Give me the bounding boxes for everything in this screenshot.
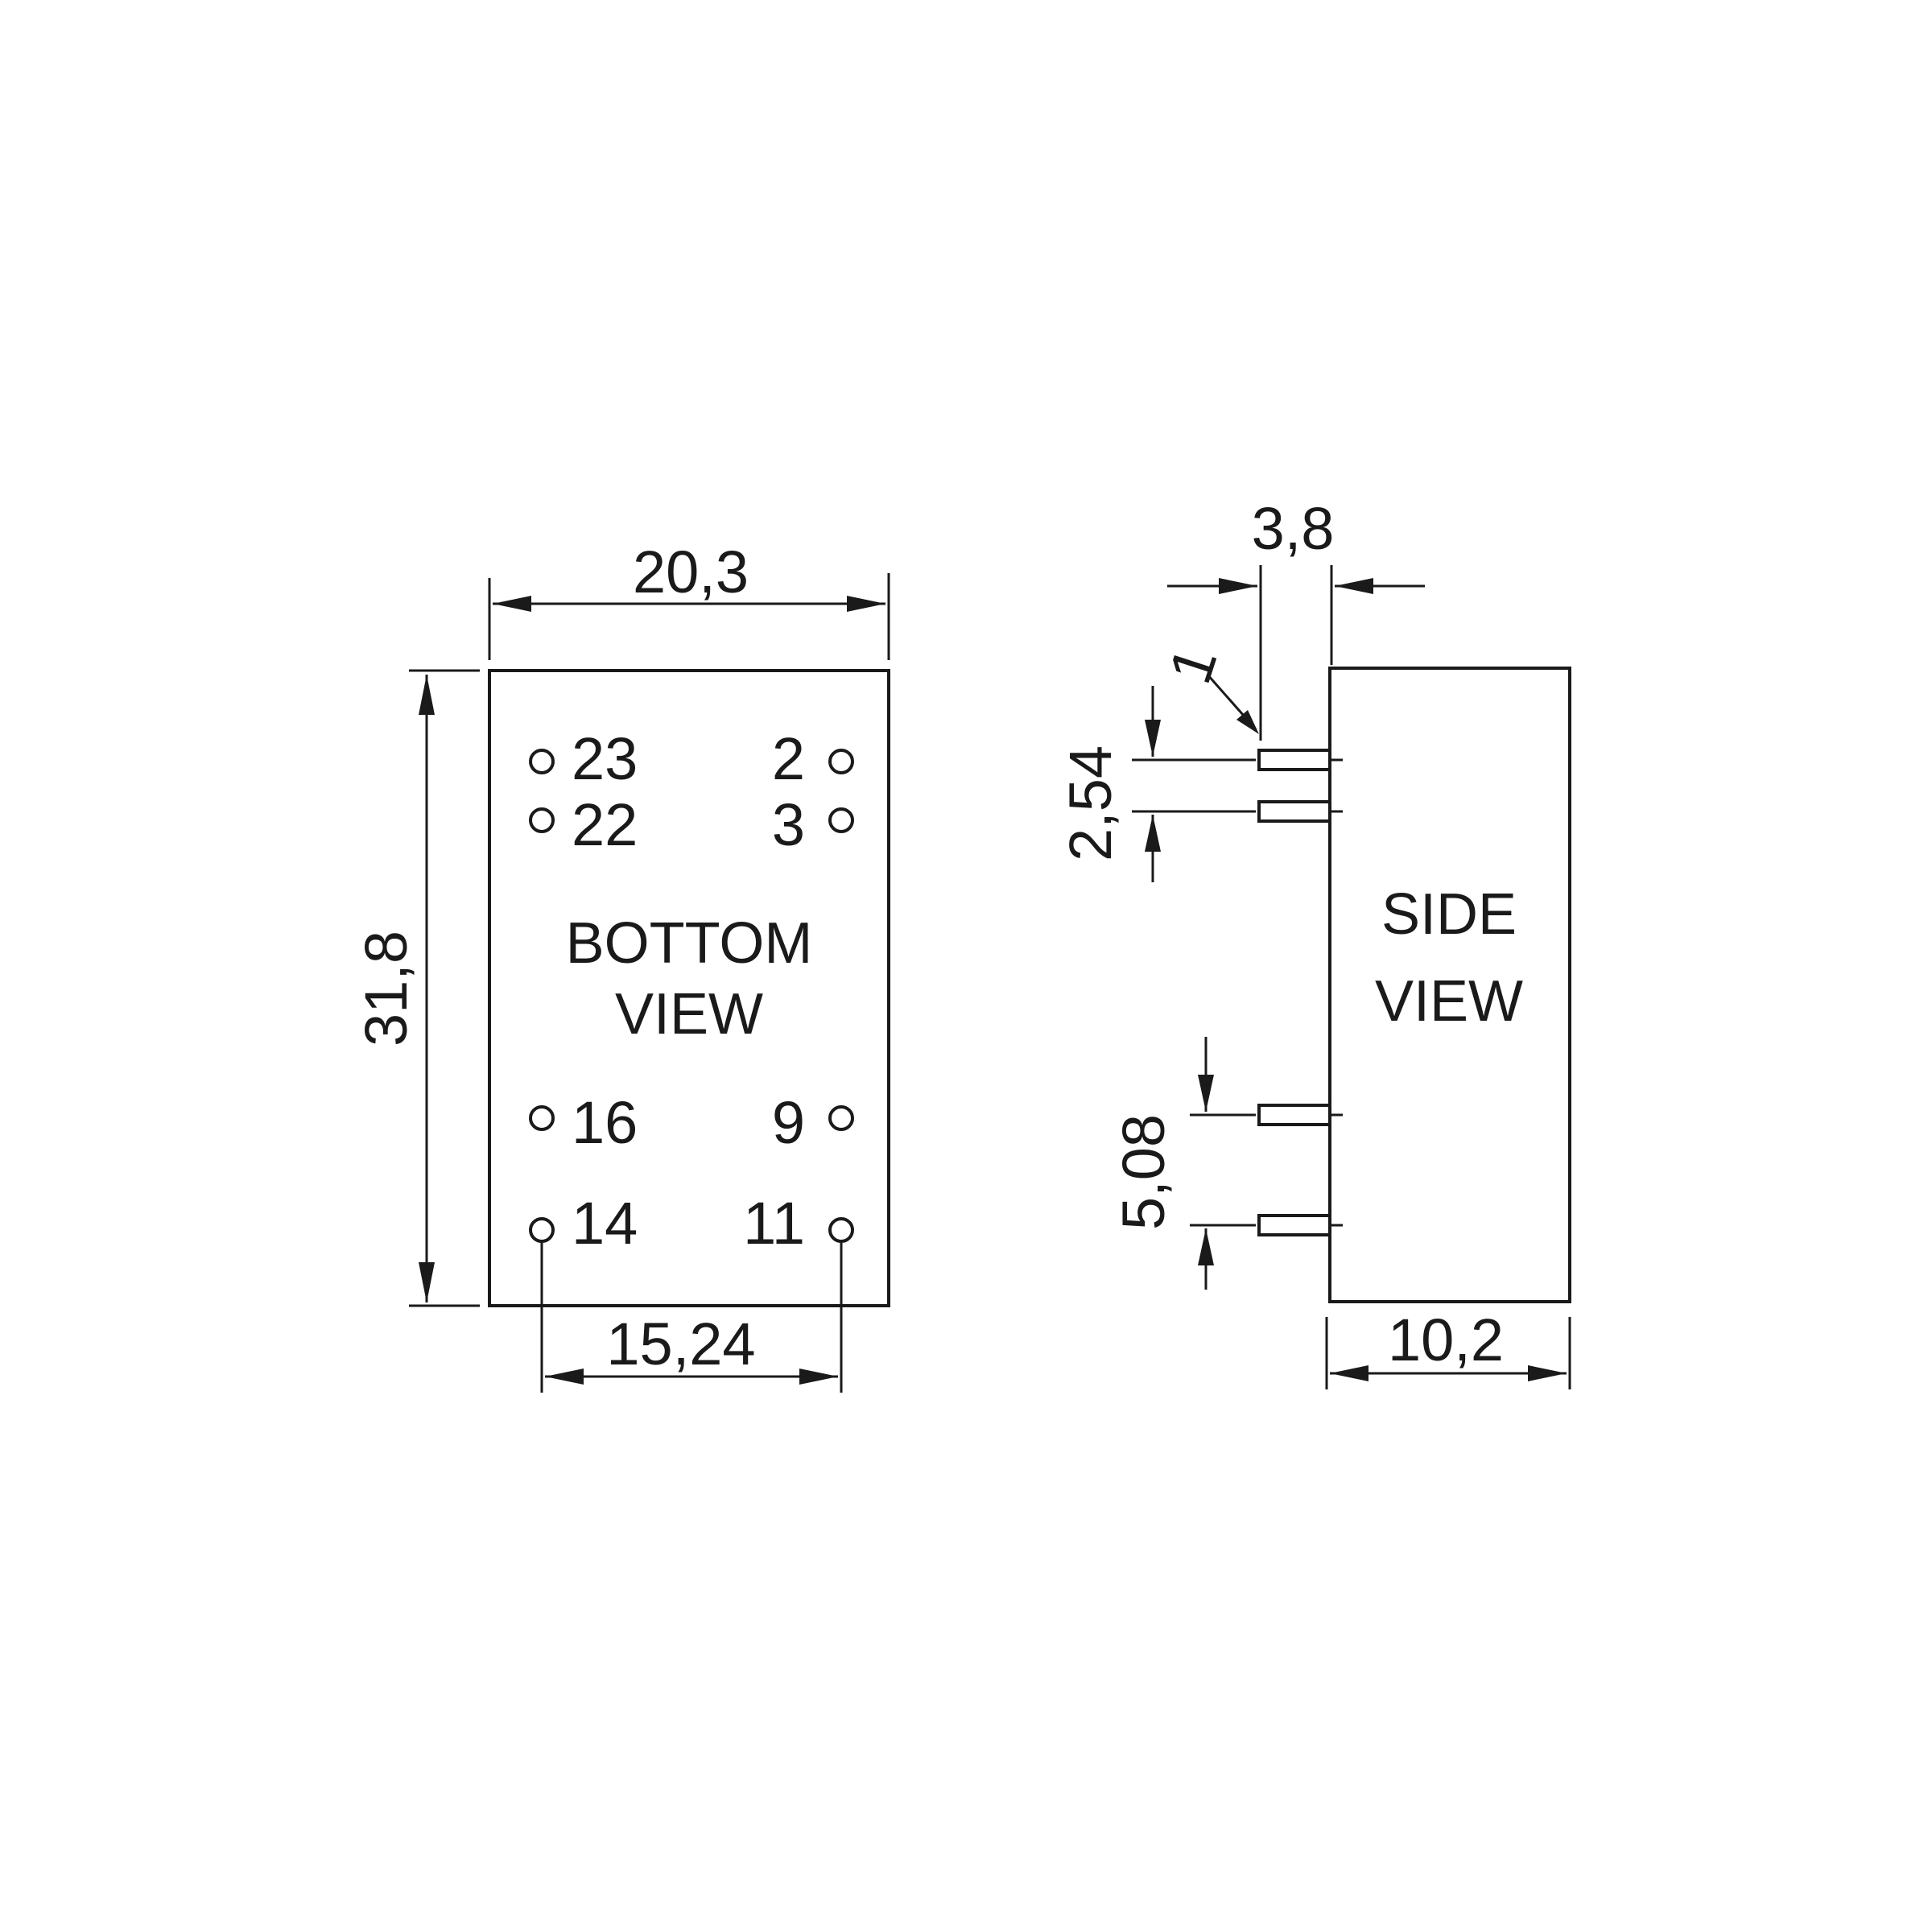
side-view-label-line2: VIEW (1375, 969, 1523, 1034)
pin-label-3: 3 (772, 791, 805, 858)
dim-pin-span-value: 15,24 (606, 1311, 755, 1377)
dim-pin-pitch-value: 2,54 (1057, 745, 1124, 861)
side-pin-4 (1257, 1214, 1343, 1236)
dim-pin-group-pitch: 5,08 (1110, 1037, 1256, 1290)
dim-width-value: 20,3 (633, 539, 749, 605)
dim-pin-length-value: 3,8 (1252, 495, 1335, 562)
pin-3 (828, 807, 854, 833)
pin-11 (828, 1217, 854, 1243)
pin-23 (529, 749, 555, 774)
pin-label-11: 11 (743, 1190, 805, 1257)
bottom-view-label-line2: VIEW (615, 982, 763, 1046)
pin-14 (529, 1217, 555, 1243)
pin-16 (529, 1105, 555, 1131)
dim-depth: 10,2 (1325, 1307, 1571, 1389)
bottom-view: 23 22 2 3 16 14 9 11 BOTTOM VIEW 20,3 31… (353, 539, 890, 1393)
pin-2 (828, 749, 854, 774)
dim-pin-pitch: 2,54 (1057, 686, 1256, 882)
pin-label-23: 23 (572, 725, 638, 792)
side-pin-1 (1257, 749, 1343, 771)
pin-label-2: 2 (772, 725, 805, 792)
side-view: SIDE VIEW 3,8 1 2,54 (1057, 495, 1571, 1389)
dim-depth-value: 10,2 (1388, 1307, 1504, 1373)
dim-width: 20,3 (488, 539, 890, 660)
dim-height-value: 31,8 (353, 931, 419, 1046)
side-view-label-line1: SIDE (1381, 882, 1517, 947)
pin-label-16: 16 (572, 1089, 638, 1156)
dim-height: 31,8 (353, 669, 480, 1307)
bottom-view-label-line1: BOTTOM (566, 911, 813, 976)
pin-9 (828, 1105, 854, 1131)
dim-pin-width: 1 (1156, 639, 1259, 734)
bottom-view-body (488, 669, 890, 1307)
dim-pin-width-value: 1 (1156, 639, 1230, 691)
side-view-body (1328, 667, 1571, 1303)
pin-label-9: 9 (772, 1089, 805, 1156)
dim-pin-group-pitch-value: 5,08 (1110, 1114, 1177, 1230)
pin-22 (529, 807, 555, 833)
pin-label-22: 22 (572, 791, 638, 858)
pin-label-14: 14 (572, 1190, 638, 1257)
dim-pin-span: 15,24 (540, 1241, 843, 1393)
dim-pin-length: 3,8 (1167, 495, 1425, 741)
side-pin-3 (1257, 1104, 1343, 1126)
side-pin-2 (1257, 800, 1343, 823)
